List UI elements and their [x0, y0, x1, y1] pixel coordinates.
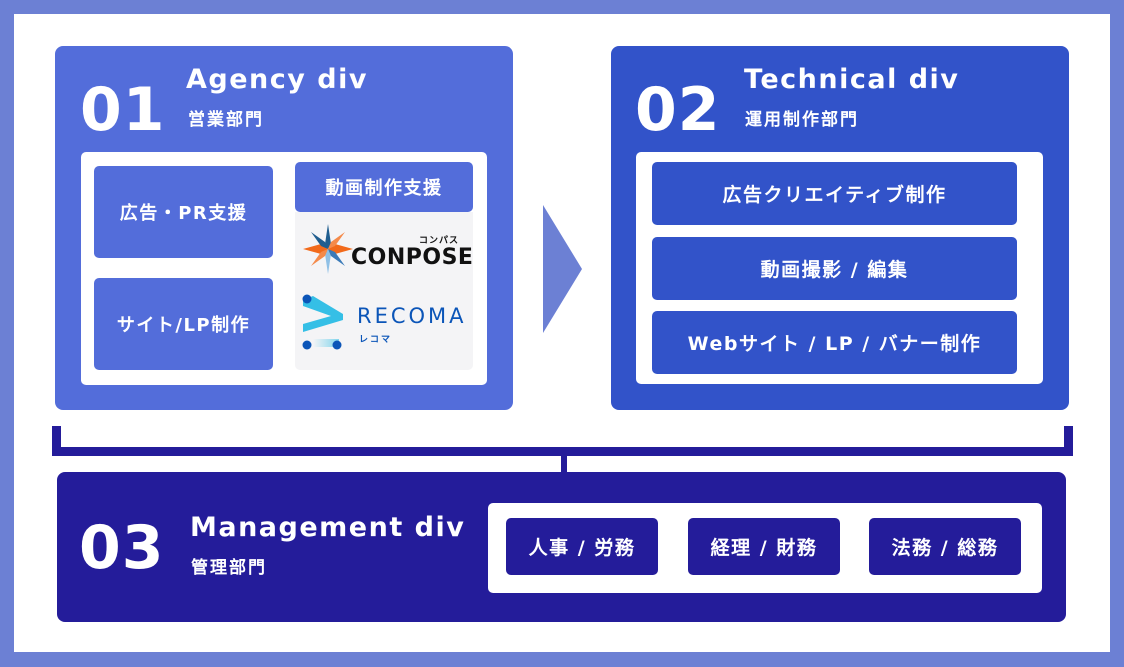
management-division-box: 03 Management div 管理部門 人事 / 労務 経理 / 財務 法…	[57, 472, 1066, 622]
recoma-logo-text: RECOMA	[357, 304, 467, 328]
triangle-right-icon	[543, 205, 582, 333]
division-name-jp: 運用制作部門	[745, 110, 859, 130]
connector-stem-line	[561, 456, 567, 472]
recoma-chevron-icon	[302, 294, 343, 350]
services-panel: 広告・PR支援 サイト/LP制作 動画制作支援 コンパス CONPOSE	[81, 152, 487, 385]
partner-logos-area: コンパス CONPOSE RECOMA レコマ	[295, 212, 473, 370]
division-name-en: Management div	[190, 512, 466, 543]
connector-left-line	[52, 426, 61, 456]
service-card: サイト/LP制作	[94, 278, 273, 370]
division-number: 03	[79, 513, 165, 583]
service-card: 経理 / 財務	[688, 518, 840, 575]
service-card: 広告・PR支援	[94, 166, 273, 258]
compass-star-icon	[303, 224, 353, 274]
services-panel: 広告クリエイティブ制作 動画撮影 / 編集 Webサイト / LP / バナー制…	[636, 152, 1043, 384]
service-card: 人事 / 労務	[506, 518, 658, 575]
division-name-jp: 営業部門	[188, 110, 264, 130]
service-card: 動画撮影 / 編集	[652, 237, 1017, 300]
technical-division-box: 02 Technical div 運用制作部門 広告クリエイティブ制作 動画撮影…	[611, 46, 1069, 410]
services-panel: 人事 / 労務 経理 / 財務 法務 / 総務	[488, 503, 1042, 593]
service-card: 法務 / 総務	[869, 518, 1021, 575]
video-support-card: 動画制作支援	[295, 162, 473, 212]
division-name-jp: 管理部門	[191, 558, 267, 578]
conpose-logo-text: CONPOSE	[351, 245, 474, 270]
agency-division-box: 01 Agency div 営業部門 広告・PR支援 サイト/LP制作 動画制作…	[55, 46, 513, 410]
connector-horizontal-line	[52, 447, 1073, 456]
conpose-kana: コンパス	[419, 236, 460, 246]
division-number: 01	[80, 75, 166, 145]
service-card: 広告クリエイティブ制作	[652, 162, 1017, 225]
division-name-en: Agency div	[186, 64, 368, 95]
connector-right-line	[1064, 426, 1073, 456]
service-card: Webサイト / LP / バナー制作	[652, 311, 1017, 374]
division-name-en: Technical div	[744, 64, 960, 95]
recoma-kana: レコマ	[359, 335, 393, 345]
division-number: 02	[635, 75, 721, 145]
